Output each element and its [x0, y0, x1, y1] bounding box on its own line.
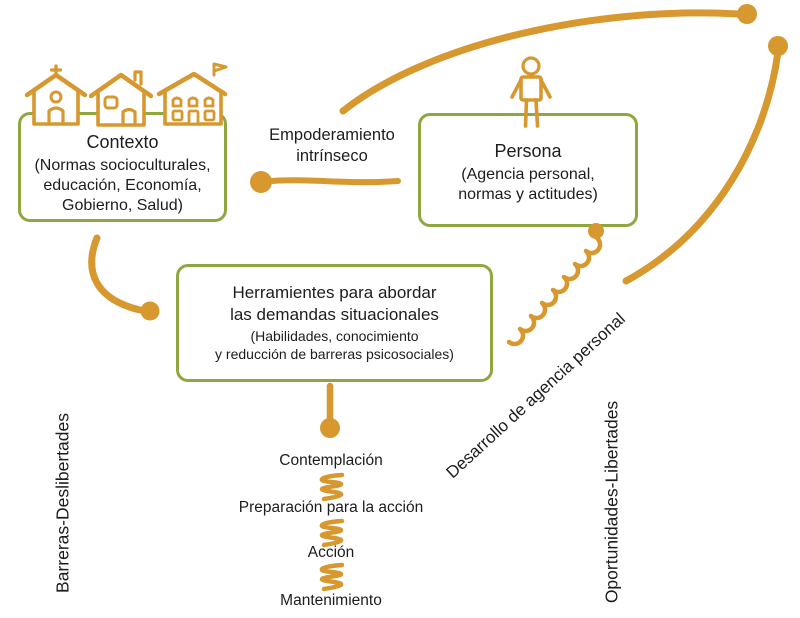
persona-box: Persona (Agencia personal, normas y acti… [418, 113, 638, 227]
right-axis-label: Oportunidades-Libertades [601, 400, 622, 604]
church-icon [24, 64, 88, 128]
tools-detail: (Habilidades, conocimiento y reducción d… [215, 328, 454, 362]
person-icon [505, 56, 559, 130]
stage-squiggle-2 [322, 521, 342, 545]
school-icon [156, 62, 228, 128]
tools-to-stages-connector [320, 382, 340, 438]
tools-box: Herramientes para abordar las demandas s… [176, 264, 493, 382]
stage-accion: Acción [307, 544, 355, 561]
stage-squiggle-3 [322, 565, 342, 589]
stage-preparacion: Preparación para la acción [238, 499, 424, 516]
context-to-tools-arrow [88, 234, 160, 321]
left-axis-label: Barreras-Deslibertades [52, 413, 73, 593]
persona-title: Persona [494, 141, 562, 161]
stage-contemplacion: Contemplación [279, 452, 383, 469]
persona-to-tools-coil [506, 223, 604, 347]
context-title: Contexto [86, 132, 159, 152]
context-box: Contexto (Normas socioculturales, educac… [18, 112, 227, 222]
tools-title: Herramientes para abordar las demandas s… [230, 283, 439, 324]
right-curve-arrow [622, 36, 788, 285]
stage-mantenimiento: Mantenimiento [280, 592, 382, 609]
persona-detail: (Agencia personal, normas y actitudes) [458, 166, 598, 203]
stage-squiggle-1 [322, 475, 342, 499]
empowerment-label: Empoderamiento intrínseco [269, 126, 395, 165]
context-detail: (Normas socioculturales, educación, Econ… [34, 157, 211, 214]
empowerment-arrow [250, 171, 401, 193]
house-icon [88, 68, 154, 128]
